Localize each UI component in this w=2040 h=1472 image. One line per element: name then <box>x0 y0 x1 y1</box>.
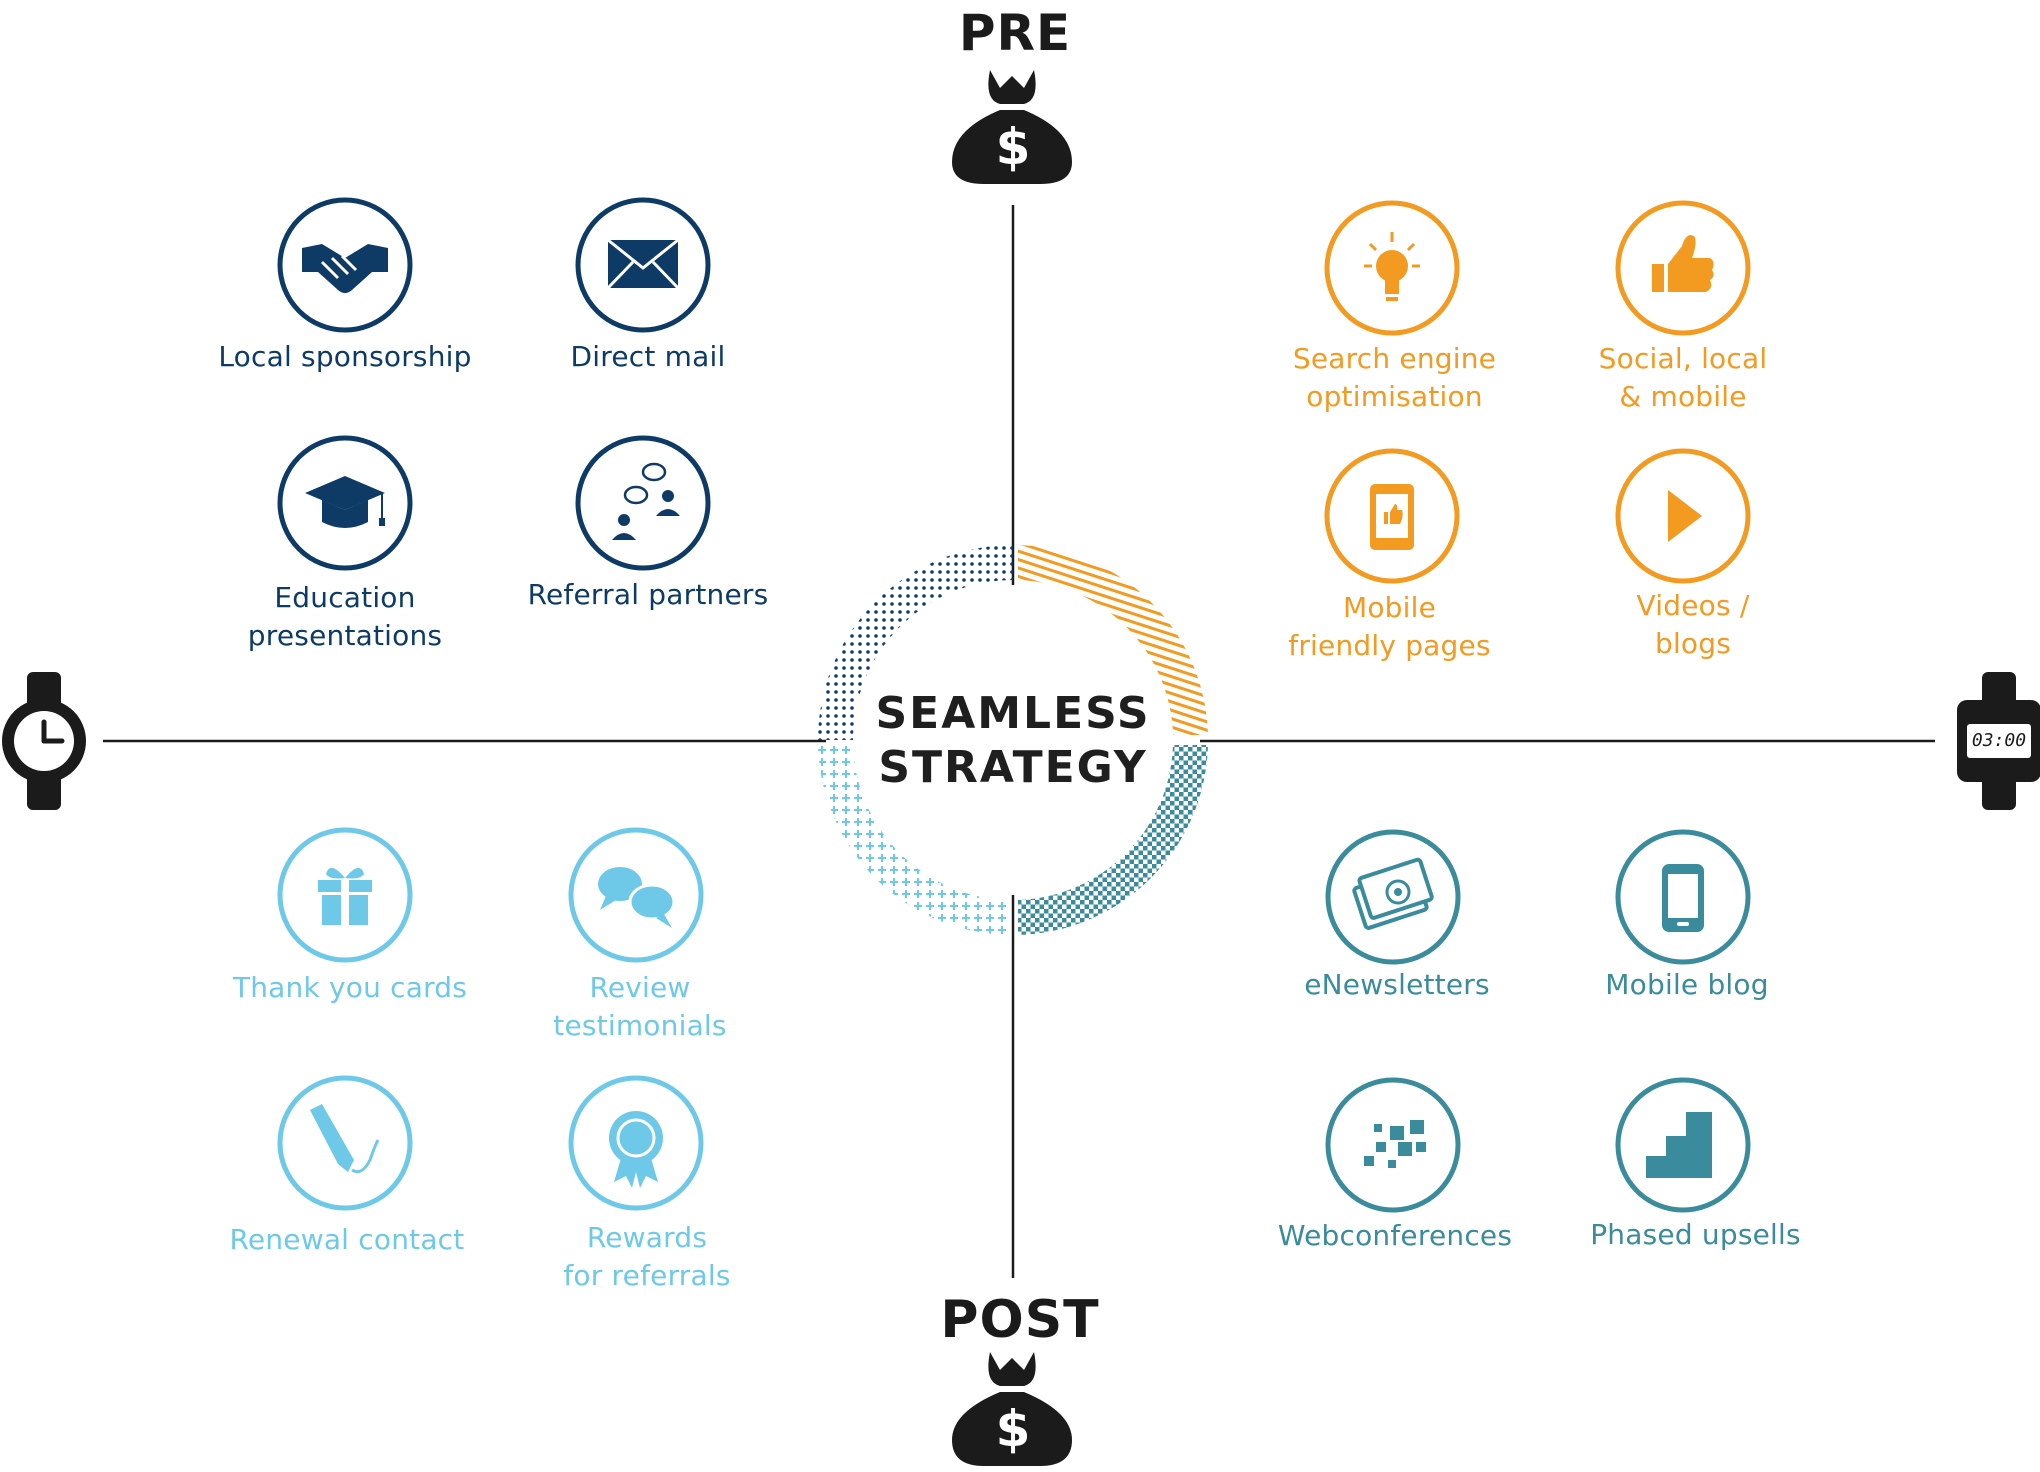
thumbs-up-icon <box>1615 200 1751 336</box>
label-renewal-contact: Renewal contact <box>229 1223 465 1256</box>
label-social-local-mobile: Social, local & mobile <box>1598 342 1768 413</box>
email-card-icon <box>1325 829 1461 965</box>
label-local-sponsorship: Local sponsorship <box>218 340 472 373</box>
gift-icon <box>277 827 413 963</box>
rosette-icon <box>568 1075 704 1211</box>
lightbulb-icon <box>1324 200 1460 336</box>
money-bag-icon-top <box>952 70 1072 184</box>
digital-watch-icon <box>1957 672 2040 810</box>
label-direct-mail: Direct mail <box>570 340 726 373</box>
stairs-icon <box>1615 1077 1751 1213</box>
ring-segment-post-right <box>1018 745 1208 935</box>
ring-segment-pre-right <box>1018 545 1208 735</box>
handshake-icon <box>277 197 413 333</box>
money-bag-icon-bottom <box>952 1352 1072 1466</box>
label-thank-you-cards: Thank you cards <box>232 971 468 1004</box>
ring-segment-pre-left <box>818 545 1013 740</box>
label-phased-upsells: Phased upsells <box>1590 1218 1801 1251</box>
analog-watch-icon <box>2 672 86 810</box>
dollar-sign-top: $ <box>995 118 1031 176</box>
people-chat-icon <box>575 435 711 571</box>
label-search-engine-optimisation: Search engine optimisation <box>1292 342 1497 413</box>
label-review-testimonials: Review testimonials <box>553 971 727 1042</box>
fountain-pen-icon <box>277 1075 413 1211</box>
phase-title-post: POST <box>940 1290 1100 1350</box>
label-rewards-for-referrals: Rewards for referrals <box>563 1221 731 1292</box>
play-icon <box>1615 448 1751 584</box>
pixel-squares-icon <box>1325 1077 1461 1213</box>
label-education-presentations: Education presentations <box>247 581 443 652</box>
dollar-sign-bottom: $ <box>995 1400 1031 1458</box>
center-title: SEAMLESS STRATEGY <box>853 687 1173 795</box>
label-webconferences: Webconferences <box>1277 1219 1513 1252</box>
smartphone-icon <box>1615 829 1751 965</box>
center-title-line2: STRATEGY <box>878 742 1148 793</box>
label-mobile-blog: Mobile blog <box>1605 968 1769 1001</box>
graduation-cap-icon <box>277 435 413 571</box>
label-mobile-friendly-pages: Mobile friendly pages <box>1288 591 1491 662</box>
mobile-like-icon <box>1324 448 1460 584</box>
ring-segment-post-left <box>818 745 1008 935</box>
label-enewsletters: eNewsletters <box>1304 968 1490 1001</box>
label-videos-blogs: Videos / blogs <box>1636 589 1750 660</box>
digital-watch-time: 03:00 <box>1971 730 2027 751</box>
center-title-line1: SEAMLESS <box>875 688 1151 739</box>
phase-title-pre: PRE <box>958 4 1072 62</box>
envelope-icon <box>575 197 711 333</box>
label-referral-partners: Referral partners <box>527 578 769 611</box>
speech-bubbles-icon <box>568 827 704 963</box>
